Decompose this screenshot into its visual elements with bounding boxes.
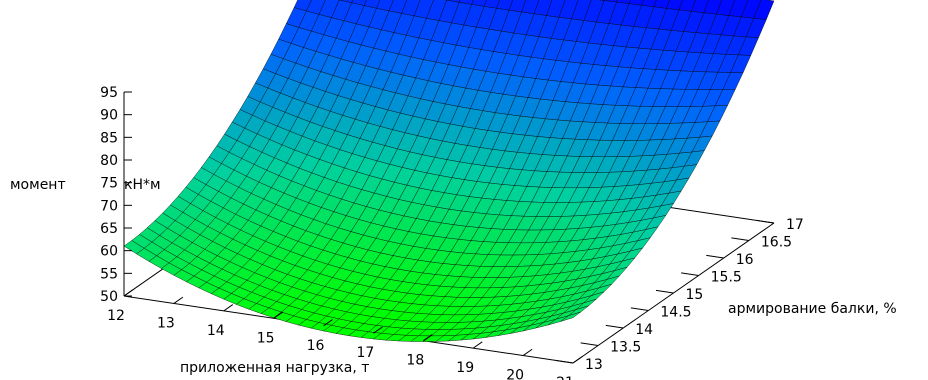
y-tick-label: 17 xyxy=(786,217,804,233)
x-tick-mark xyxy=(273,311,283,319)
surface-cell xyxy=(560,311,581,322)
x-tick-label: 17 xyxy=(357,345,375,361)
y-tick-mark xyxy=(605,324,624,329)
x-tick-label: 16 xyxy=(307,338,325,354)
x-tick-mark xyxy=(572,356,583,364)
y-tick-mark xyxy=(655,289,674,294)
y-tick-mark xyxy=(706,254,724,259)
x-tick-label: 14 xyxy=(207,323,225,339)
y-tick-label: 15 xyxy=(686,287,704,303)
y-tick-mark xyxy=(756,219,775,224)
y-tick-mark xyxy=(731,237,749,241)
x-tick-label: 19 xyxy=(456,360,474,376)
x-tick-mark xyxy=(373,326,383,334)
z-tick-label: 65 xyxy=(100,221,118,237)
z-tick-label: 50 xyxy=(100,289,118,305)
surface-mesh xyxy=(123,0,775,342)
z-tick-label: 80 xyxy=(100,153,118,169)
x-tick-label: 21 xyxy=(556,375,574,380)
x-tick-label: 18 xyxy=(406,353,424,369)
y-tick-mark xyxy=(630,307,649,311)
x-tick-label: 20 xyxy=(506,368,524,380)
z-axis-unit: кН*м xyxy=(124,177,161,193)
axis-labels: момент кН*м приложенная нагрузка, т арми… xyxy=(10,177,897,376)
axis-ticks: 50 55 60 65 70 75 80 85 90 95 12 13 14 15 16 17 18 19 20 21… xyxy=(100,85,804,380)
x-tick-mark xyxy=(323,319,333,327)
x-tick-mark xyxy=(522,348,533,356)
z-tick-label: 70 xyxy=(100,198,118,214)
y-tick-label: 14.5 xyxy=(660,305,691,321)
x-tick-label: 15 xyxy=(257,330,275,346)
z-axis-label: момент xyxy=(10,177,66,193)
y-tick-label: 16.5 xyxy=(761,235,792,251)
z-tick-label: 60 xyxy=(100,244,118,260)
x-tick-mark xyxy=(472,341,483,349)
y-tick-label: 15.5 xyxy=(711,270,742,286)
x-tick-mark xyxy=(223,304,234,312)
x-tick-mark xyxy=(173,296,184,304)
z-tick-label: 90 xyxy=(100,108,118,124)
y-tick-label: 13 xyxy=(585,357,603,373)
y-tick-label: 16 xyxy=(736,252,754,268)
y-tick-label: 13.5 xyxy=(610,340,641,356)
z-tick-label: 85 xyxy=(100,130,118,146)
y-tick-mark xyxy=(681,272,699,276)
x-tick-label: 12 xyxy=(107,308,125,324)
x-tick-label: 13 xyxy=(157,315,175,331)
z-tick-label: 75 xyxy=(100,176,118,192)
z-tick-label: 55 xyxy=(100,266,118,282)
x-tick-mark xyxy=(423,333,433,342)
x-tick-mark xyxy=(123,289,134,297)
z-tick-label: 95 xyxy=(100,85,118,101)
y-axis-label: армирование балки, % xyxy=(728,301,897,317)
x-axis-label: приложенная нагрузка, т xyxy=(180,360,369,376)
y-tick-mark xyxy=(580,342,599,346)
y-tick-mark xyxy=(555,359,574,364)
y-tick-label: 14 xyxy=(635,322,653,338)
